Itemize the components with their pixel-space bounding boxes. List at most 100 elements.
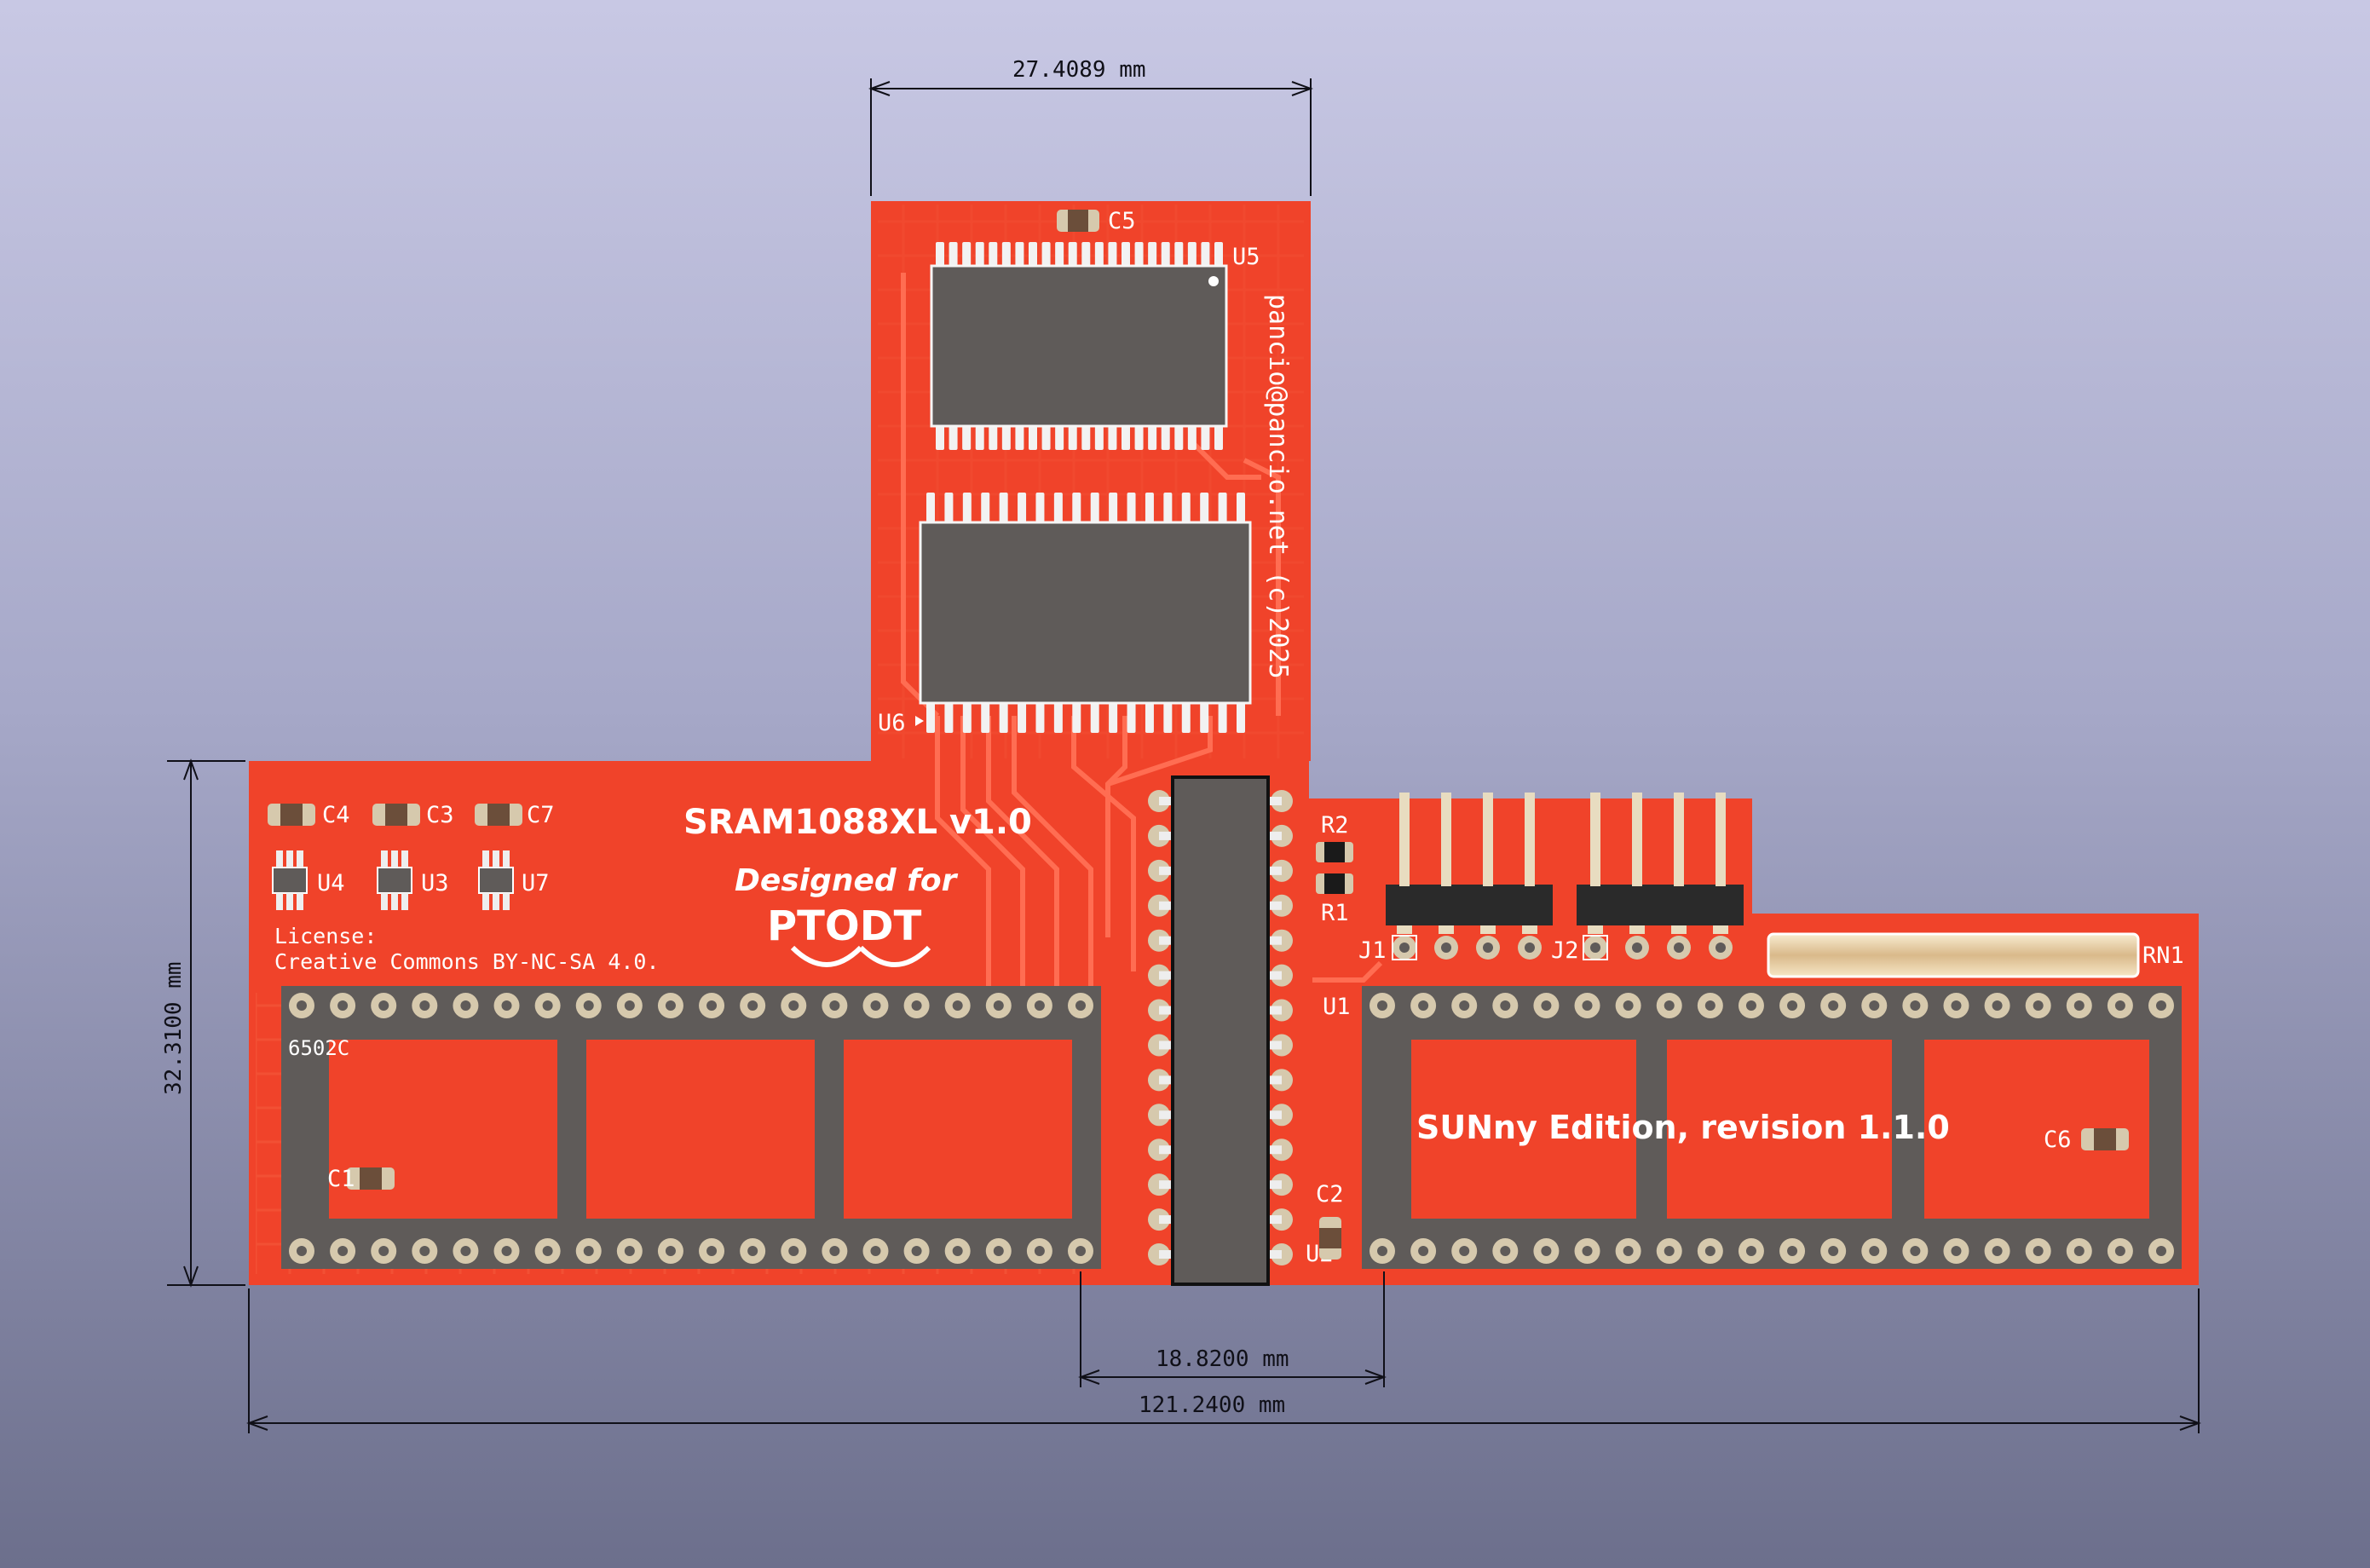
- resistor-r2: [1316, 842, 1353, 862]
- socket-left-pad-hole: [297, 1246, 307, 1256]
- u6-pin: [1218, 703, 1227, 733]
- u5-pin: [1201, 242, 1210, 266]
- u5-pin: [1134, 242, 1144, 266]
- u6-pin: [1109, 493, 1118, 522]
- u5-pin: [962, 426, 972, 450]
- dip-socket-right: [1362, 986, 2182, 1269]
- u2-pin: [1266, 1145, 1282, 1155]
- header-j1-pin: [1480, 925, 1496, 934]
- license-text: Creative Commons BY-NC-SA 4.0.: [274, 949, 660, 974]
- u5-pin: [975, 242, 984, 266]
- u5-pin: [1174, 242, 1184, 266]
- u6-pin: [962, 493, 972, 522]
- u2-pin: [1159, 971, 1174, 980]
- u2-pin: [1159, 901, 1174, 910]
- ref-c3: C3: [426, 802, 454, 828]
- header-j2-pin: [1671, 925, 1687, 934]
- socket-left-pad-hole: [747, 1000, 758, 1011]
- socket-right-pad-hole: [1377, 1246, 1387, 1256]
- socket-left-pad-hole: [583, 1246, 594, 1256]
- u2-pin: [1266, 1110, 1282, 1120]
- u2-pin: [1159, 1215, 1174, 1225]
- u6-pin: [981, 703, 990, 733]
- u6-pin: [1018, 493, 1027, 522]
- u5-pin: [1134, 426, 1144, 450]
- u5-pin: [949, 426, 958, 450]
- socket-left-pad-hole: [501, 1000, 512, 1011]
- pin-headers: [1386, 793, 1744, 960]
- header-j1-pin: [1399, 793, 1410, 886]
- u2-pin: [1159, 831, 1174, 840]
- chip-u5: [930, 242, 1228, 450]
- socket-left-pad-hole: [624, 1000, 635, 1011]
- u5-pin: [1029, 426, 1037, 450]
- logo-text: PTODT: [767, 902, 922, 950]
- logo-hands-icon: [790, 945, 931, 967]
- socket-right-pad-hole: [1418, 1000, 1429, 1011]
- u2-pin: [1159, 1180, 1174, 1190]
- header-j2-hole: [1674, 943, 1684, 953]
- header-j1-hole: [1525, 943, 1535, 953]
- u6-pin: [1127, 493, 1136, 522]
- u5-pin: [1001, 426, 1011, 450]
- socket-right-pad-hole: [1500, 1246, 1511, 1256]
- caps-row: [268, 804, 522, 826]
- u5-pin: [962, 242, 972, 266]
- header-j2-hole: [1716, 943, 1726, 953]
- u5-pin: [1174, 426, 1184, 450]
- header-j1-pin: [1522, 925, 1537, 934]
- u6-pin: [1018, 703, 1027, 733]
- u2-pin: [1266, 971, 1282, 980]
- ref-c1: C1: [327, 1166, 355, 1192]
- dimension-lines: [167, 78, 2201, 1433]
- header-j1-hole: [1399, 943, 1410, 953]
- dim-gap: 18.8200 mm: [1156, 1346, 1289, 1372]
- u2-pin: [1266, 1180, 1282, 1190]
- header-j2-pin1-mark: [1583, 935, 1608, 960]
- u5-pin: [1068, 426, 1077, 450]
- socket-right-pad-hole: [1869, 1246, 1880, 1256]
- u5-pin: [1214, 426, 1223, 450]
- socket-left-pad-hole: [460, 1000, 471, 1011]
- socket-right-pad-hole: [1951, 1246, 1962, 1256]
- cap-c5-body: [1068, 210, 1088, 232]
- socket-right-pad-hole: [1787, 1000, 1798, 1011]
- cap-c1-body: [360, 1167, 382, 1190]
- socket-right-pad-hole: [2073, 1246, 2085, 1256]
- u6-pin: [1181, 493, 1191, 522]
- socket-left-pad-hole: [419, 1000, 430, 1011]
- cap-c6-body: [2094, 1128, 2116, 1150]
- socket-left-pad-hole: [665, 1246, 676, 1256]
- socket-left-pad-hole: [706, 1000, 718, 1011]
- u5-pin: [1108, 426, 1117, 450]
- header-j1-pin: [1441, 793, 1451, 886]
- u6-pin: [1072, 493, 1081, 522]
- u6-pin: [926, 493, 935, 522]
- ref-c4: C4: [322, 802, 350, 828]
- dip-u2: [1148, 775, 1293, 1286]
- u5-pin: [1148, 242, 1157, 266]
- designed-for-text: Designed for: [735, 863, 959, 898]
- u5-pin: [1068, 242, 1077, 266]
- socket-left-pad-hole: [993, 1000, 1004, 1011]
- socket-left-pad-hole: [829, 1246, 840, 1256]
- u6-pin: [981, 493, 990, 522]
- u6-pin: [999, 703, 1008, 733]
- socket-right-pad-hole: [2033, 1246, 2044, 1256]
- u6-pin: [1145, 493, 1154, 522]
- ref-c5: C5: [1108, 208, 1136, 234]
- u5-pin: [1081, 242, 1091, 266]
- socket-right-pad-hole: [1623, 1246, 1634, 1256]
- u2-pin: [1159, 1250, 1174, 1259]
- u5-pin: [1108, 242, 1117, 266]
- u5-pin: [1187, 426, 1197, 450]
- socket-left-pad-hole: [624, 1246, 635, 1256]
- socket-left-pad-hole: [706, 1246, 718, 1256]
- u5-pin: [1029, 242, 1037, 266]
- socket-right-pad-hole: [1623, 1000, 1634, 1011]
- u6-pin: [1145, 703, 1154, 733]
- u2-pin: [1266, 1006, 1282, 1015]
- socket-left-pad-hole: [1034, 1246, 1045, 1256]
- socket-right-pad-hole: [2073, 1000, 2085, 1011]
- header-j1-pin: [1397, 925, 1412, 934]
